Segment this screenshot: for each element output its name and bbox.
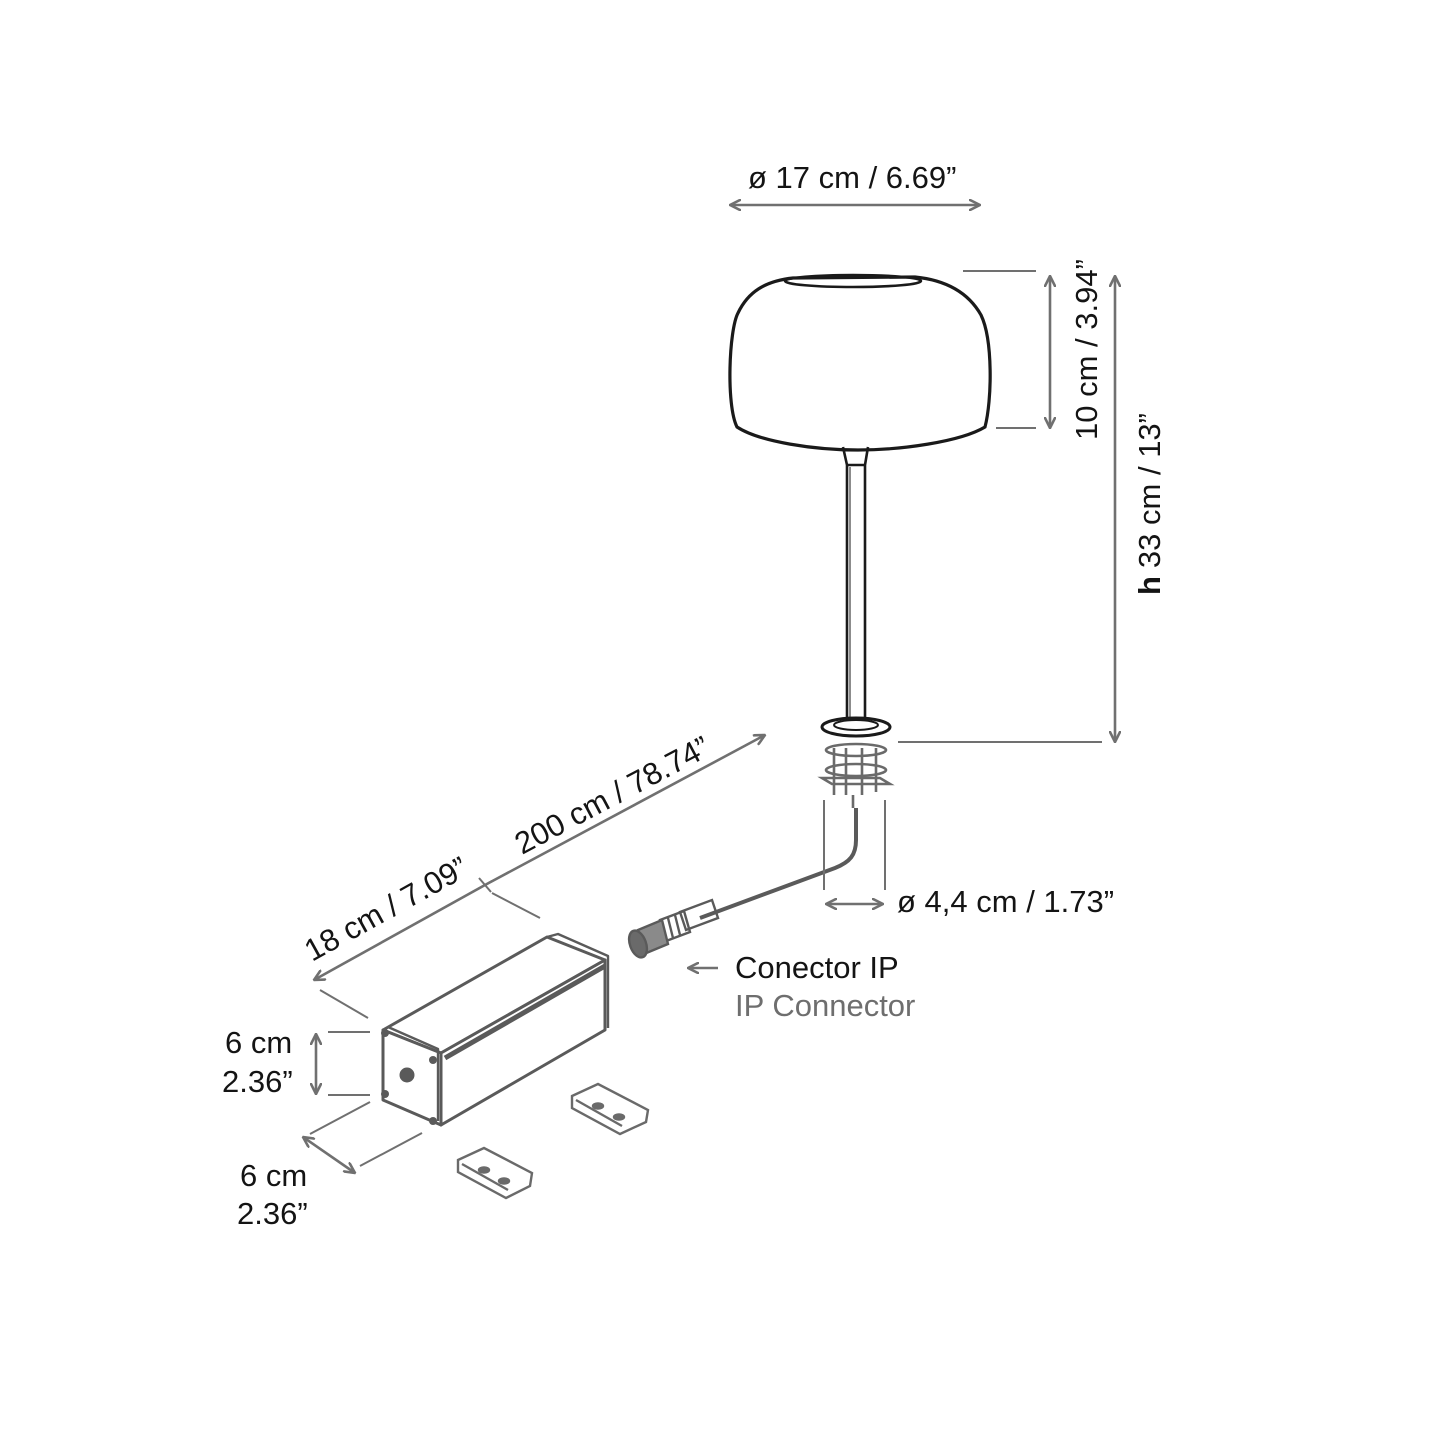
total-height-prefix: h [1132, 576, 1167, 595]
spike-anchor [817, 742, 895, 808]
total-height-value: 33 cm / 13” [1132, 413, 1167, 568]
ip-connector [627, 898, 720, 959]
driver-width-cm-label: 6 cm [240, 1158, 307, 1193]
mounting-clip-1 [570, 1082, 650, 1136]
lamp-shade [728, 273, 992, 452]
lamp-stem [841, 446, 870, 720]
shade-height-label: 10 cm / 3.94” [1069, 259, 1104, 440]
driver-length-label: 18 cm / 7.09” [298, 850, 473, 968]
svg-text:h33 cm / 13”: h 33 cm / 13” [1132, 413, 1167, 595]
cable-length-label: 200 cm / 78.74” [509, 729, 716, 861]
driver-box [381, 932, 610, 1127]
mounting-clip-2 [456, 1146, 534, 1200]
driver-width-in-label: 2.36” [237, 1196, 308, 1231]
dimension-lines [303, 205, 1115, 1173]
driver-height-cm-label: 6 cm [225, 1025, 292, 1060]
base-flange [820, 716, 892, 738]
power-cable [699, 808, 858, 920]
shade-diameter-label: ø 17 cm / 6.69” [748, 160, 956, 195]
connector-label-es: Conector IP [735, 950, 899, 985]
driver-height-in-label: 2.36” [222, 1064, 293, 1099]
total-height-label: h 33 cm / 13” [1132, 413, 1167, 595]
connector-label-en: IP Connector [735, 988, 915, 1023]
base-diameter-label: ø 4,4 cm / 1.73” [897, 884, 1114, 919]
